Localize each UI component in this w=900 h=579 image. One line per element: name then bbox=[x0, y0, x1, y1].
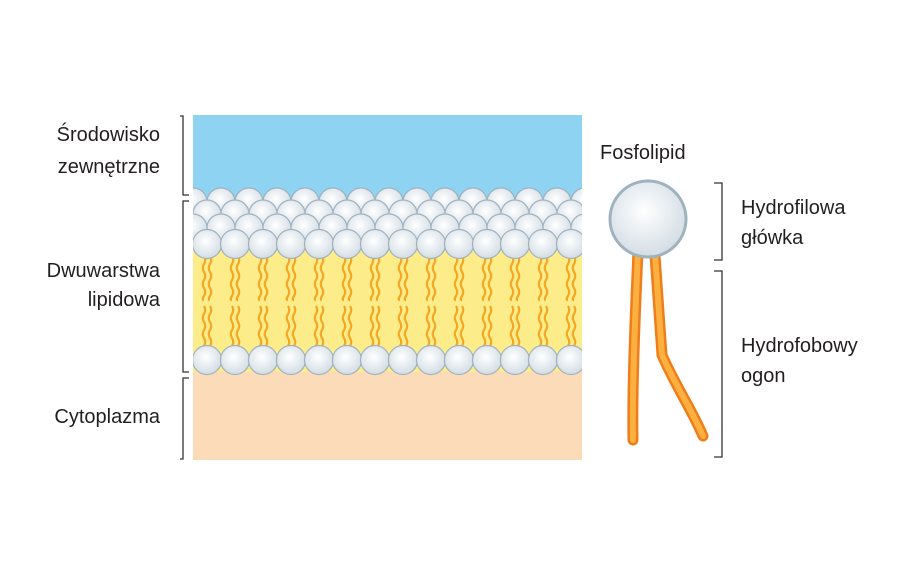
lipid-tail bbox=[341, 255, 347, 302]
lipid-tail bbox=[515, 255, 521, 302]
lipid-tail bbox=[285, 255, 291, 302]
lipid-tail bbox=[595, 256, 598, 300]
lipid-head bbox=[219, 344, 251, 376]
lipid-head bbox=[387, 344, 419, 376]
lipid-tail bbox=[431, 255, 437, 302]
lipid-head bbox=[471, 228, 503, 260]
lipid-head bbox=[415, 228, 447, 260]
lipid-head bbox=[471, 344, 503, 376]
lipid-tail bbox=[453, 255, 459, 302]
lipid-head bbox=[247, 344, 279, 376]
lipid-tail bbox=[291, 255, 297, 302]
lipid-tail bbox=[369, 255, 375, 302]
lipid-tail bbox=[595, 306, 598, 350]
lipid-head bbox=[555, 344, 582, 376]
lipid-head bbox=[275, 344, 307, 376]
lipid-tail bbox=[313, 255, 319, 302]
lipid-tail bbox=[543, 255, 549, 302]
lipid-tail bbox=[571, 255, 577, 302]
lipid-tail bbox=[375, 255, 381, 302]
label-phospholipid: Fosfolipid bbox=[600, 142, 686, 164]
lipid-head bbox=[585, 346, 614, 375]
hydrophilic-head bbox=[608, 179, 688, 259]
lipid-tail bbox=[487, 255, 493, 302]
bracket-cytoplasm bbox=[180, 377, 189, 460]
lipid-head bbox=[359, 344, 391, 376]
lipid-head bbox=[527, 228, 559, 260]
lipid-head bbox=[247, 228, 279, 260]
lipid-tail bbox=[403, 255, 409, 302]
lipid-head bbox=[303, 344, 335, 376]
label-cytoplasm: Cytoplazma bbox=[54, 406, 160, 428]
lipid-tail bbox=[347, 255, 353, 302]
label-outside-1: Środowisko bbox=[56, 124, 160, 146]
cytoplasm-region bbox=[193, 372, 582, 460]
lipid-tail bbox=[537, 255, 543, 302]
lipid-heads bbox=[193, 187, 614, 376]
lipid-tail bbox=[201, 255, 207, 302]
lipid-head bbox=[499, 344, 531, 376]
lipid-head bbox=[275, 228, 307, 260]
lipid-head bbox=[193, 228, 223, 260]
lipid-head bbox=[193, 209, 194, 219]
lipid-head bbox=[555, 228, 582, 260]
lipid-tails bbox=[201, 255, 604, 352]
lipid-head bbox=[331, 228, 363, 260]
lipid-head bbox=[303, 228, 335, 260]
lipid-head bbox=[443, 344, 475, 376]
lipid-tail bbox=[257, 255, 263, 302]
lipid-head bbox=[219, 228, 251, 260]
lipid-tail bbox=[263, 255, 269, 302]
lipid-head bbox=[443, 228, 475, 260]
lipid-head bbox=[585, 230, 614, 259]
lipid-head bbox=[527, 344, 559, 376]
bracket-bilayer bbox=[182, 200, 189, 373]
lipid-tail bbox=[235, 255, 241, 302]
label-bilayer-1: Dwuwarstwa bbox=[46, 260, 160, 282]
label-head-1: Hydrofilowa bbox=[741, 197, 846, 219]
lipid-head bbox=[387, 228, 419, 260]
lipid-tail bbox=[509, 255, 515, 302]
lipid-tail bbox=[425, 255, 431, 302]
lipid-head bbox=[193, 344, 223, 376]
lipid-tail bbox=[397, 255, 403, 302]
label-tail-2: ogon bbox=[741, 365, 786, 387]
lipid-tail bbox=[565, 255, 571, 302]
lipid-head bbox=[359, 228, 391, 260]
lipid-tail bbox=[601, 256, 604, 300]
lipid-head bbox=[415, 344, 447, 376]
lipid-head bbox=[499, 228, 531, 260]
label-head-2: główka bbox=[741, 227, 804, 249]
label-tail-1: Hydrofobowy bbox=[741, 335, 858, 357]
lipid-tail bbox=[481, 255, 487, 302]
bracket-tail bbox=[714, 270, 723, 458]
label-bilayer-2: lipidowa bbox=[87, 289, 160, 311]
lipid-head bbox=[331, 344, 363, 376]
bracket-head bbox=[714, 182, 723, 261]
phospholipid-illustration bbox=[608, 179, 709, 446]
lipid-tail bbox=[459, 255, 465, 302]
bracket-outside bbox=[180, 115, 189, 196]
lipid-tail bbox=[601, 306, 604, 350]
lipid-tail bbox=[319, 255, 325, 302]
lipid-tail bbox=[207, 255, 213, 302]
label-outside-2: zewnętrzne bbox=[57, 156, 160, 178]
lipid-tail bbox=[229, 255, 235, 302]
